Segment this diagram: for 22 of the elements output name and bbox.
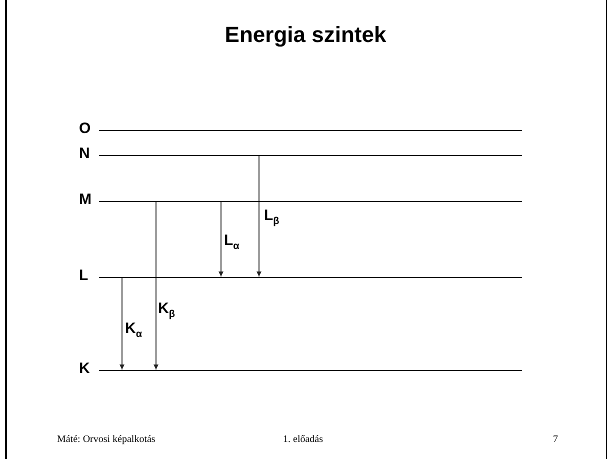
energy-level-line — [99, 277, 522, 278]
arrow — [218, 202, 224, 277]
arrow — [120, 278, 124, 370]
slide-title: Energia szintek — [224, 22, 388, 48]
edge-label: K$_{α}$ — [125, 320, 142, 342]
energy-level-line — [99, 201, 522, 202]
energy-level-line — [99, 155, 522, 156]
edge-label: K$_{β}$ — [158, 300, 175, 322]
edge-label: L$_{β}$ — [264, 207, 280, 229]
level-label: M — [79, 192, 92, 208]
edge-label: L$_{α}$ — [224, 232, 240, 254]
energy-level-line — [99, 370, 522, 371]
arrow — [256, 156, 262, 277]
energy-level-line — [99, 130, 522, 131]
arrow — [154, 202, 158, 370]
footer-text: 1. előadás — [283, 434, 323, 445]
footer-text: Máté: Orvosi képalkotás — [57, 434, 156, 445]
level-label: O — [79, 121, 91, 137]
level-label: K — [79, 361, 90, 377]
level-label: L — [79, 268, 88, 284]
footer-text: 7 — [553, 434, 558, 445]
level-label: N — [79, 146, 90, 162]
